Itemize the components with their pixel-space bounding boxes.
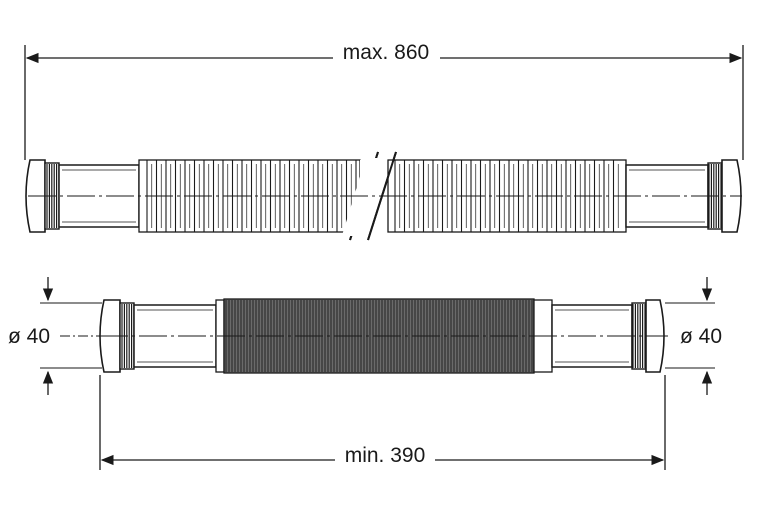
extended-hose: max. 860	[24, 41, 744, 241]
left-diameter-label: ø 40	[8, 325, 50, 348]
max-length-label: max. 860	[343, 41, 429, 64]
compressed-hose: ø 40 ø 40 min. 390	[8, 277, 722, 470]
min-length-label: min. 390	[345, 444, 426, 467]
right-diameter-label: ø 40	[680, 325, 722, 348]
